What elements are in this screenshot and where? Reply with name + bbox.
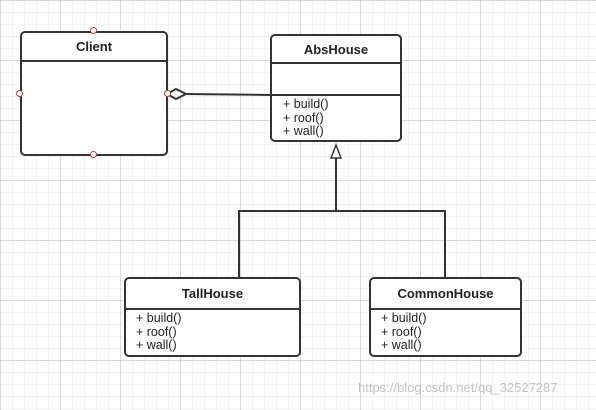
operation-build: + build()	[381, 311, 427, 325]
operation-build: + build()	[136, 311, 182, 325]
class-commonhouse-operations: + build() + roof() + wall()	[371, 310, 520, 353]
class-tallhouse-name: TallHouse	[126, 279, 299, 310]
operation-roof: + roof()	[381, 324, 422, 339]
class-commonhouse[interactable]: CommonHouse + build() + roof() + wall()	[369, 277, 522, 357]
inheritance-arrow-icon	[329, 142, 343, 159]
client-right-handle-icon[interactable]	[164, 90, 171, 97]
operation-roof: + roof()	[136, 324, 177, 339]
client-top-handle-icon[interactable]	[90, 27, 97, 34]
class-client[interactable]: Client	[20, 31, 168, 156]
class-abshouse-name: AbsHouse	[272, 36, 400, 64]
operation-roof: + roof()	[283, 110, 324, 125]
client-bottom-handle-icon[interactable]	[90, 151, 97, 158]
operation-wall: + wall()	[381, 338, 422, 352]
client-left-handle-icon[interactable]	[16, 90, 23, 97]
class-abshouse-operations: + build() + roof() + wall()	[272, 96, 400, 139]
operation-wall: + wall()	[136, 338, 177, 352]
watermark-text: https://blog.csdn.net/qq_32527287	[358, 380, 558, 395]
class-abshouse[interactable]: AbsHouse + build() + roof() + wall()	[270, 34, 402, 142]
operation-wall: + wall()	[283, 124, 324, 138]
class-client-name: Client	[22, 33, 166, 62]
aggregation-line	[185, 93, 272, 96]
class-tallhouse-operations: + build() + roof() + wall()	[126, 310, 299, 353]
class-abshouse-attributes	[272, 64, 400, 96]
aggregation-diamond-icon	[164, 87, 189, 101]
operation-build: + build()	[283, 97, 329, 111]
class-tallhouse[interactable]: TallHouse + build() + roof() + wall()	[124, 277, 301, 357]
class-commonhouse-name: CommonHouse	[371, 279, 520, 310]
